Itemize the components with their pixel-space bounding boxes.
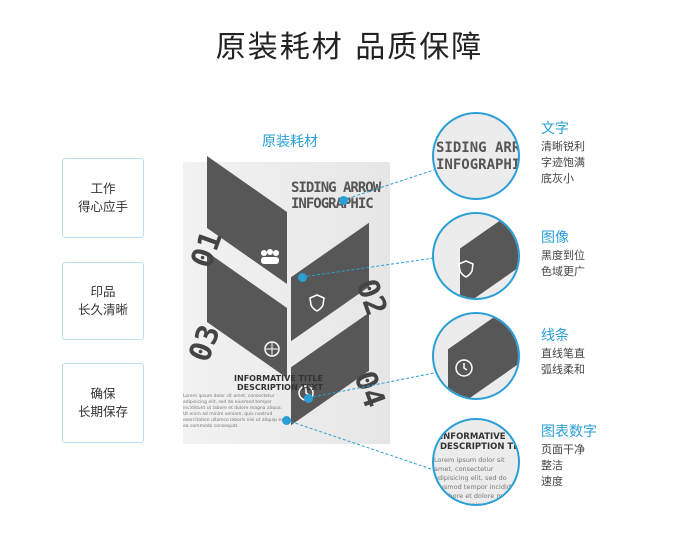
feature-heading: 线条 bbox=[541, 328, 569, 344]
feature-image: 图像 黑度到位 色域更广 bbox=[541, 228, 585, 280]
compass-icon bbox=[264, 341, 280, 357]
left-box-preserve: 确保 长期保存 bbox=[62, 363, 144, 443]
left-box-line2: 长久清晰 bbox=[77, 302, 128, 317]
zoom-info-title-2: DESCRIPTION TEXT bbox=[440, 442, 520, 452]
zoom-headline: SIDING ARROW INFOGRAPHIC bbox=[436, 140, 520, 174]
poster-body-text: Lorem ipsum dolor sit amet, consectetur … bbox=[183, 394, 284, 429]
feature-desc: 底灰小 bbox=[541, 172, 574, 185]
clock-icon bbox=[455, 359, 473, 377]
feature-desc: 色域更广 bbox=[541, 265, 585, 278]
connector-line-chart bbox=[285, 419, 435, 471]
feature-lines: 线条 直线笔直 弧线柔和 bbox=[541, 326, 585, 378]
zoom-info-title: INFORMATIVE TITLE DESCRIPTION TEXT bbox=[440, 432, 520, 452]
left-box-print: 印品 长久清晰 bbox=[62, 262, 144, 340]
zoom-circle-text: SIDING ARROW INFOGRAPHIC bbox=[432, 112, 520, 200]
connector-line-lines bbox=[307, 372, 435, 399]
feature-heading: 图像 bbox=[541, 230, 569, 246]
zoom-headline-1: SIDING ARROW bbox=[436, 140, 520, 156]
feature-desc: 字迹饱满 bbox=[541, 156, 585, 169]
feature-heading: 文字 bbox=[541, 121, 569, 137]
zoom-circle-chart: INFORMATIVE TITLE DESCRIPTION TEXT Lorem… bbox=[432, 418, 520, 506]
poster-caption: 原装耗材 bbox=[262, 134, 318, 150]
poster-info-title: INFORMATIVE TITLE DESCRIPTION TEXT bbox=[223, 374, 323, 392]
left-box-work: 工作 得心应手 bbox=[62, 158, 144, 238]
poster-headline-1: SIDING ARROW bbox=[291, 180, 381, 196]
infographic-poster: SIDING ARROW INFOGRAPHIC 01 02 03 04 INF… bbox=[182, 155, 394, 444]
shield-icon bbox=[458, 260, 474, 278]
zoom-circle-lines bbox=[432, 312, 520, 400]
left-box-line1: 印品 bbox=[90, 284, 116, 299]
poster-headline: SIDING ARROW INFOGRAPHIC bbox=[291, 180, 389, 212]
page-title: 原装耗材 品质保障 bbox=[215, 30, 484, 65]
shield-icon bbox=[309, 294, 325, 312]
left-box-line2: 长期保存 bbox=[77, 404, 128, 419]
poster-headline-2: INFOGRAPHIC bbox=[291, 196, 374, 212]
feature-desc: 弧线柔和 bbox=[541, 363, 585, 376]
left-box-line1: 确保 bbox=[90, 386, 116, 401]
connector-dot bbox=[304, 394, 313, 403]
feature-heading: 图表数字 bbox=[541, 424, 597, 440]
feature-desc: 速度 bbox=[541, 475, 563, 488]
connector-line-image bbox=[301, 257, 435, 278]
zoom-info-title-1: INFORMATIVE TITLE bbox=[440, 432, 518, 442]
feature-desc: 整洁 bbox=[541, 459, 563, 472]
feature-chart: 图表数字 页面干净 整洁 速度 bbox=[541, 422, 597, 490]
zoom-circle-image bbox=[432, 212, 520, 300]
poster-info-title-2: DESCRIPTION TEXT bbox=[237, 383, 323, 392]
people-icon bbox=[261, 249, 279, 264]
connector-dot bbox=[339, 196, 348, 205]
zoom-body-text: Lorem ipsum dolor sit amet, consectetur … bbox=[434, 456, 520, 506]
feature-desc: 黑度到位 bbox=[541, 249, 585, 262]
feature-desc: 清晰锐利 bbox=[541, 140, 585, 153]
left-box-line2: 得心应手 bbox=[77, 199, 128, 214]
zoom-headline-2: INFOGRAPHIC bbox=[436, 157, 520, 173]
connector-dot bbox=[282, 416, 291, 425]
connector-dot bbox=[298, 273, 307, 282]
feature-desc: 页面干净 bbox=[541, 443, 585, 456]
feature-text: 文字 清晰锐利 字迹饱满 底灰小 bbox=[541, 119, 585, 187]
connector-line-text bbox=[342, 169, 435, 201]
poster-info-title-1: INFORMATIVE TITLE bbox=[234, 374, 323, 383]
feature-desc: 直线笔直 bbox=[541, 347, 585, 360]
left-box-line1: 工作 bbox=[90, 181, 116, 196]
